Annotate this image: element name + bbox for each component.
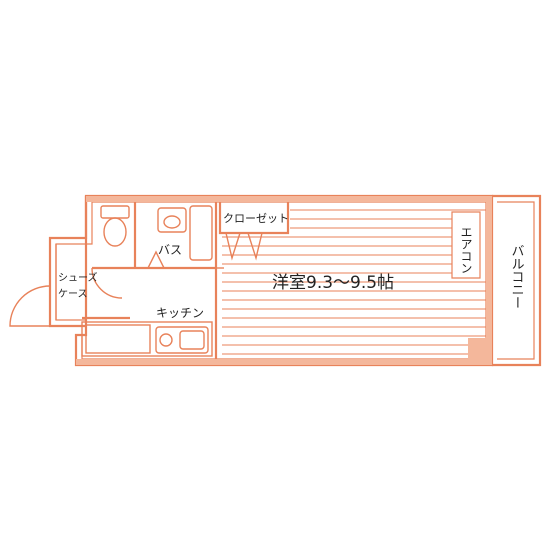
aircon-label: エアコン: [459, 226, 473, 274]
fixtures: [81, 205, 213, 357]
kitchen-sink: [155, 326, 209, 354]
bath-label: バス: [158, 243, 182, 257]
kitchen-counter: [81, 321, 213, 357]
wall-fill-top: [86, 196, 492, 202]
balcony-label: バルコニー: [509, 244, 525, 309]
doors: [9, 232, 263, 327]
western-room-label: 洋室9.3～9.5帖: [272, 273, 394, 293]
wall-fills: [76, 196, 492, 365]
entrance-wall: [48, 196, 88, 328]
closet-wall: [218, 202, 290, 235]
floorboard-lines: [222, 209, 486, 355]
washbasin-bowl: [163, 215, 181, 229]
toilet-bowl: [103, 217, 127, 247]
corridor-door-swing: [91, 267, 123, 299]
balcony-inner: [497, 201, 535, 360]
sink-basin: [179, 330, 205, 350]
wall-fill-corner: [468, 338, 486, 359]
balcony-outline: [492, 194, 542, 367]
closet-door-right: [247, 232, 263, 261]
entrance-door-swing: [9, 285, 51, 327]
toilet-tank: [100, 205, 130, 219]
shoe-case-label-2: ケース: [58, 288, 88, 300]
bathtub: [189, 205, 213, 261]
wall-fill-bottom: [76, 359, 492, 365]
labels: 洋室9.3～9.5帖 キッチン バス クローゼット シューズ ケース エアコン …: [58, 212, 524, 320]
wall-fill-window: [486, 210, 492, 330]
fridge-space: [85, 324, 151, 354]
stove-burner: [159, 333, 173, 347]
washbasin: [157, 207, 187, 233]
closet-label: クローゼット: [223, 212, 289, 225]
closet-door-left: [225, 232, 241, 261]
aircon-box: [451, 211, 481, 279]
shoe-case-label-1: シューズ: [58, 271, 98, 284]
kitchen-label: キッチン: [156, 306, 204, 320]
bath-door: [147, 250, 165, 269]
